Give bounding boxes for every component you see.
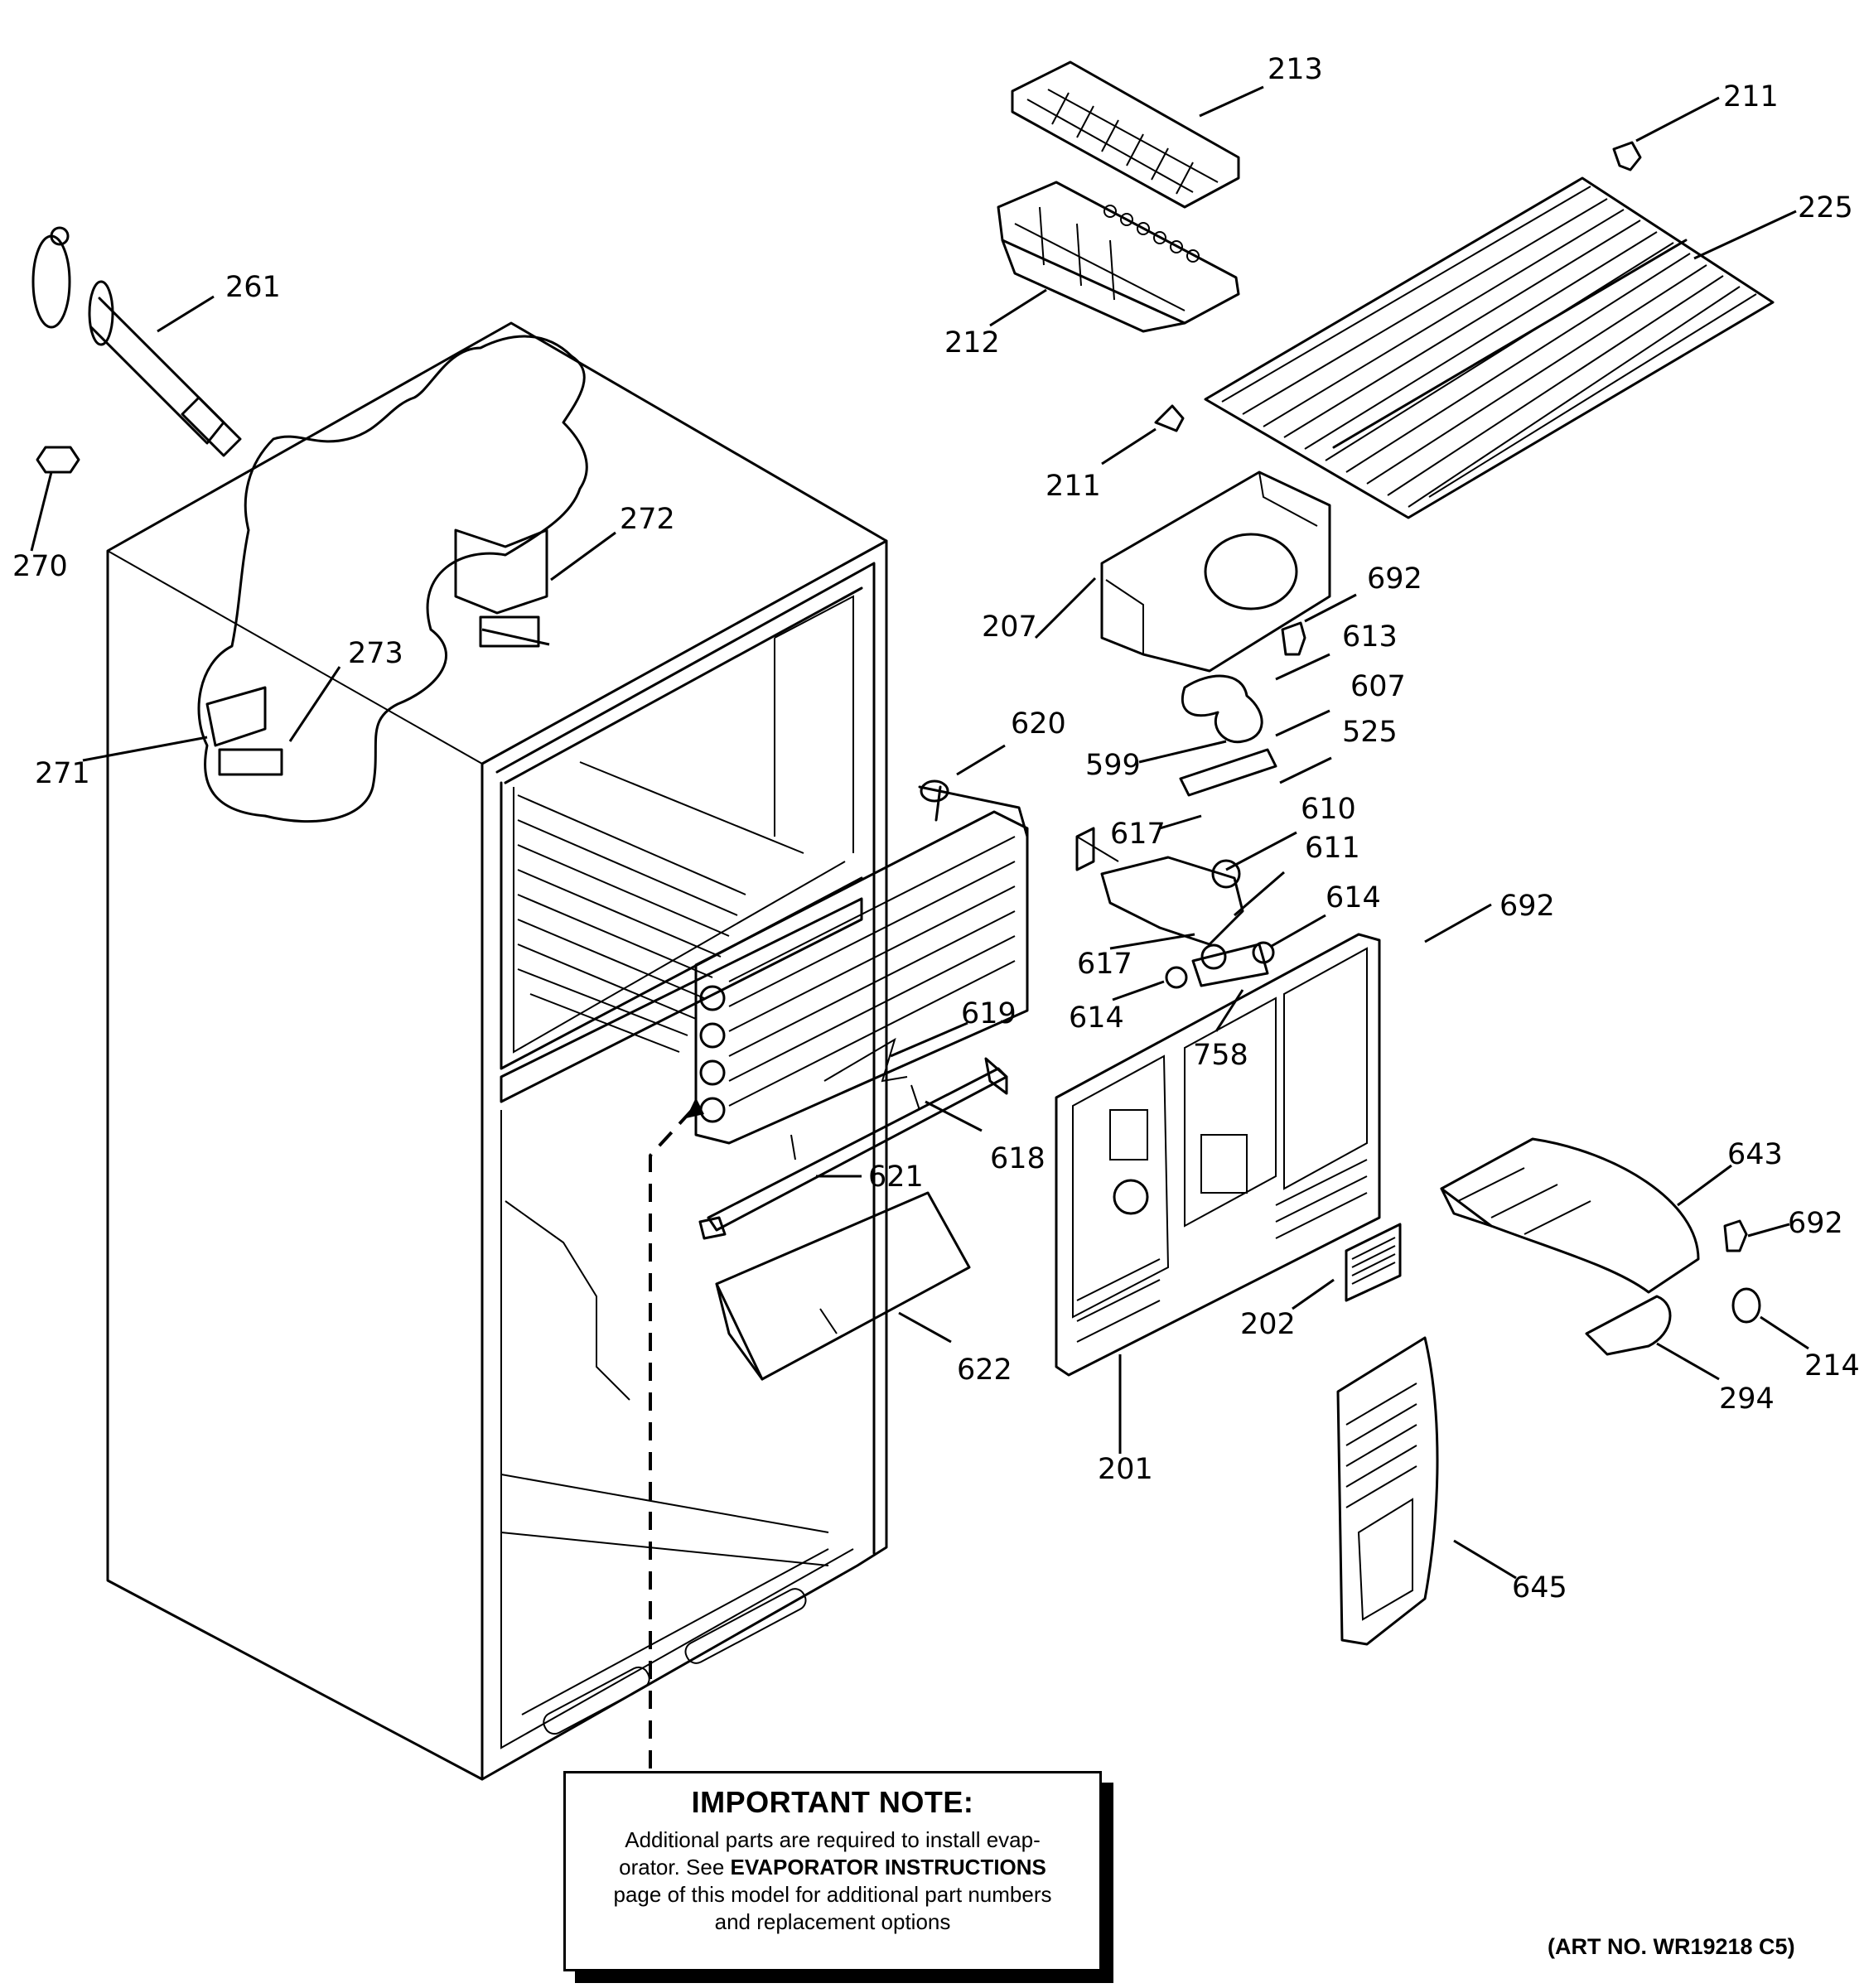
callout-617-b: 617	[1077, 948, 1132, 981]
light-lens	[1585, 1295, 1672, 1356]
callout-211-top: 211	[1723, 80, 1779, 113]
fan-motor	[1075, 827, 1244, 946]
callout-619: 619	[961, 997, 1017, 1030]
thermostat-620	[920, 779, 949, 803]
callout-607: 607	[1350, 670, 1406, 703]
callout-270: 270	[12, 550, 68, 583]
callout-613: 613	[1342, 620, 1398, 654]
screw-692-top	[1281, 621, 1306, 656]
note-line-2: orator. See EVAPORATOR INSTRUCTIONS	[566, 1854, 1099, 1881]
water-tube-assembly	[31, 226, 242, 457]
note-line-4: and replacement options	[714, 1909, 951, 1934]
callout-692-a: 692	[1367, 562, 1422, 596]
callout-599: 599	[1085, 749, 1141, 782]
callout-272: 272	[620, 503, 675, 536]
fan-shroud	[1100, 470, 1331, 673]
callout-645: 645	[1512, 1571, 1567, 1604]
ice-bin	[997, 181, 1240, 333]
air-duct-cover	[1336, 1336, 1439, 1646]
defrost-heater	[698, 1037, 1008, 1240]
refrigerator-cabinet	[106, 321, 888, 1781]
callout-620: 620	[1011, 707, 1066, 741]
screw-692-right	[1723, 1219, 1748, 1252]
leader-lines	[30, 85, 1809, 1580]
callout-261: 261	[225, 271, 281, 304]
evaporator-instructions-text: EVAPORATOR INSTRUCTIONS	[730, 1855, 1046, 1879]
wire-shelf	[1204, 176, 1775, 519]
callout-618: 618	[990, 1142, 1045, 1175]
drain-trough	[715, 1191, 971, 1381]
note-line-1: Additional parts are required to install…	[625, 1827, 1041, 1852]
lamp-socket-cover	[1731, 1287, 1761, 1324]
note-title: IMPORTANT NOTE:	[691, 1785, 974, 1819]
evaporator-cover	[1055, 933, 1381, 1377]
callout-692-c: 692	[1788, 1207, 1843, 1240]
callout-213: 213	[1268, 53, 1323, 86]
callout-610: 610	[1301, 793, 1356, 826]
callout-294: 294	[1719, 1382, 1775, 1416]
fan-blade	[1181, 674, 1263, 744]
note-line-2-text: orator. See	[619, 1855, 731, 1879]
note-line-3: page of this model for additional part n…	[613, 1882, 1052, 1907]
callout-225: 225	[1798, 191, 1853, 224]
callout-525: 525	[1342, 716, 1398, 749]
callout-211-bottom: 211	[1045, 470, 1101, 503]
important-note-box: IMPORTANT NOTE: Additional parts are req…	[563, 1771, 1102, 1971]
callout-201: 201	[1098, 1453, 1153, 1486]
callout-692-b: 692	[1499, 890, 1555, 923]
art-number: (ART NO. WR19218 C5)	[1548, 1934, 1795, 1959]
screw-270	[36, 446, 80, 474]
motor-mount	[1165, 941, 1275, 989]
shelf-support-upper	[1612, 141, 1642, 171]
callout-271: 271	[35, 757, 90, 790]
callout-202: 202	[1240, 1308, 1296, 1341]
callout-614-a: 614	[1326, 881, 1381, 914]
shelf-support-lower	[1154, 404, 1185, 432]
callout-207: 207	[982, 610, 1037, 644]
callout-622: 622	[957, 1353, 1012, 1387]
callout-621: 621	[868, 1160, 924, 1194]
callout-212: 212	[944, 326, 1000, 359]
motor-bracket	[1179, 748, 1277, 797]
callout-labels: 213 211 225 212 211 261 270 272 273 271 …	[12, 53, 1860, 1604]
callout-643: 643	[1727, 1138, 1783, 1171]
light-shield	[1440, 1137, 1700, 1294]
install-arrow	[649, 1098, 704, 1768]
air-grille	[1345, 1223, 1402, 1302]
callout-273: 273	[348, 637, 403, 670]
callout-214: 214	[1804, 1349, 1860, 1382]
callout-758: 758	[1193, 1039, 1248, 1072]
callout-614-b: 614	[1069, 1001, 1124, 1035]
callout-617-a: 617	[1110, 818, 1166, 851]
evaporator	[694, 785, 1029, 1145]
callout-611: 611	[1305, 832, 1360, 865]
ice-tray	[1011, 60, 1240, 209]
